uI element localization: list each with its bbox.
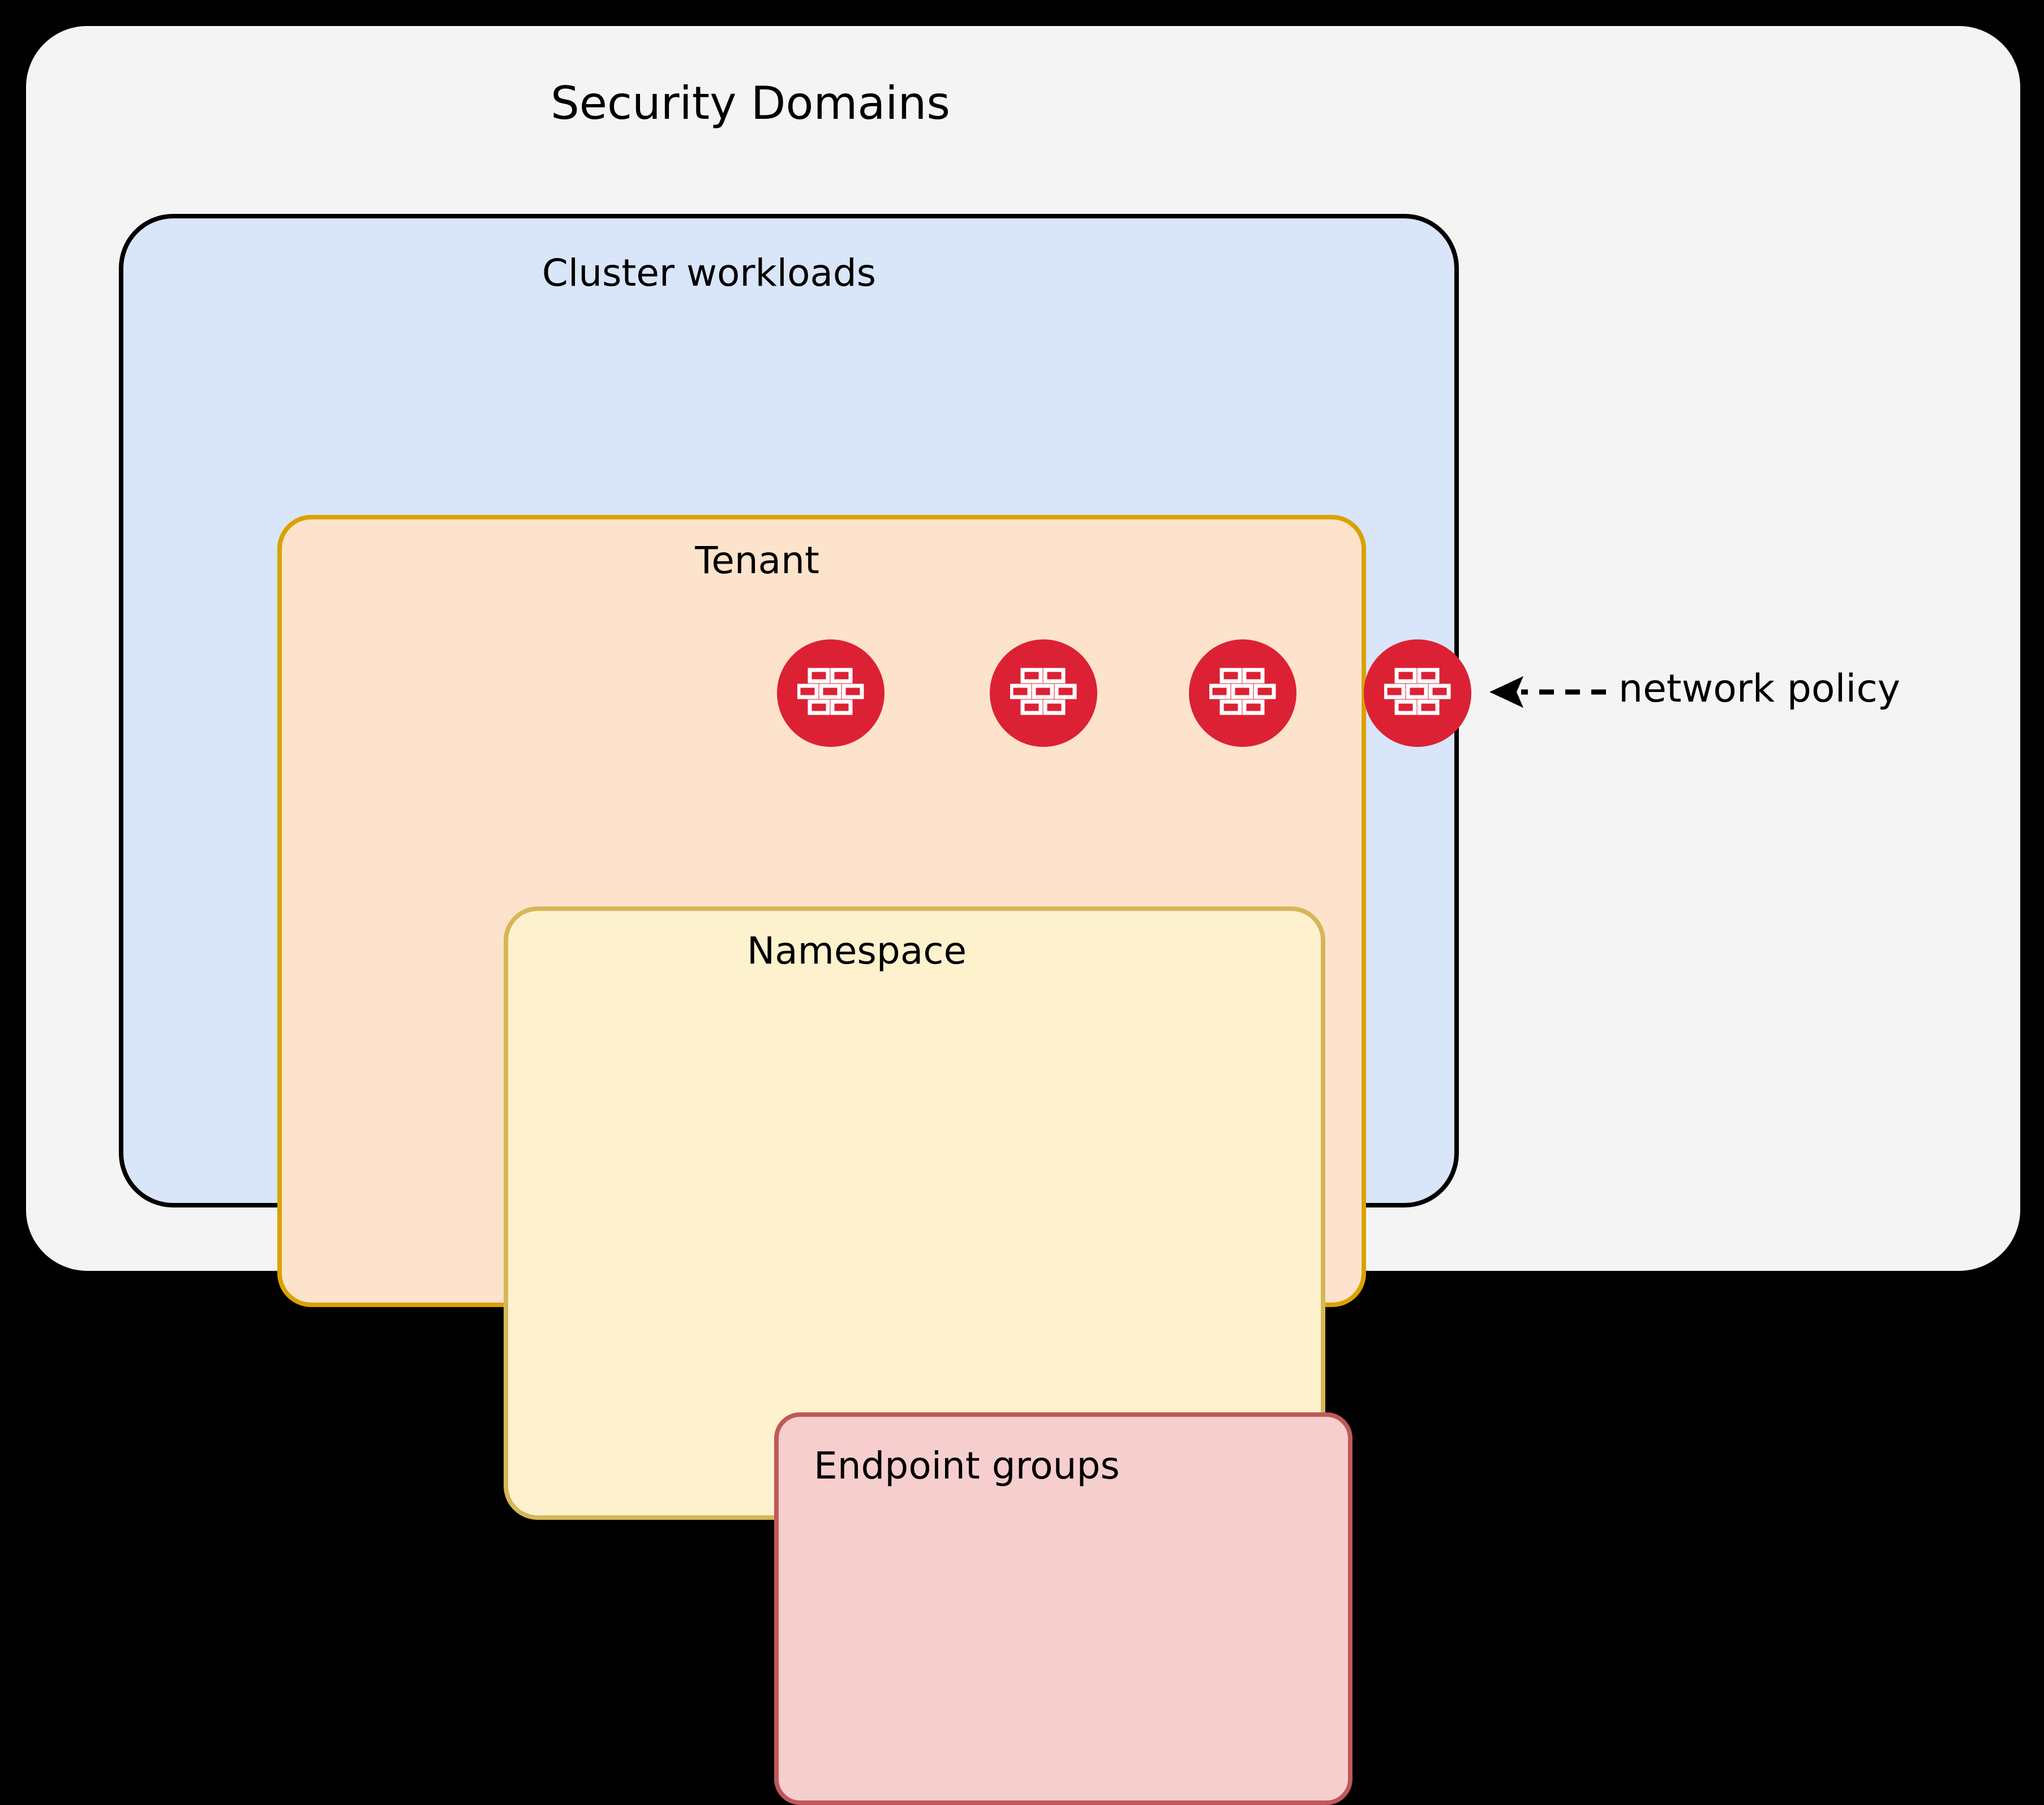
endpoint-groups-label: Endpoint groups — [814, 1444, 1120, 1488]
network-policy-label: network policy — [1618, 667, 1900, 711]
dashed-left-arrow-icon — [1489, 676, 1606, 708]
tenant-box: Tenant Namespace Endpoint groups — [277, 515, 1366, 1805]
firewall-brick-icon-namespace — [990, 639, 1097, 747]
firewall-brick-icon-tenant — [1189, 639, 1296, 747]
tenant-label: Tenant — [695, 539, 819, 582]
firewall-brick-icon-endpoint-groups — [777, 639, 884, 747]
page-title: Security Domains — [550, 77, 951, 130]
cluster-workloads-label: Cluster workloads — [542, 251, 877, 295]
firewall-brick-icon-cluster — [1364, 639, 1471, 747]
namespace-box: Namespace Endpoint groups — [504, 906, 1352, 1805]
diagram-canvas: Security Domains Cluster workloads kuber… — [26, 26, 2020, 1805]
namespace-label: Namespace — [746, 929, 967, 973]
endpoint-groups-box: Endpoint groups — [774, 1412, 1352, 1805]
